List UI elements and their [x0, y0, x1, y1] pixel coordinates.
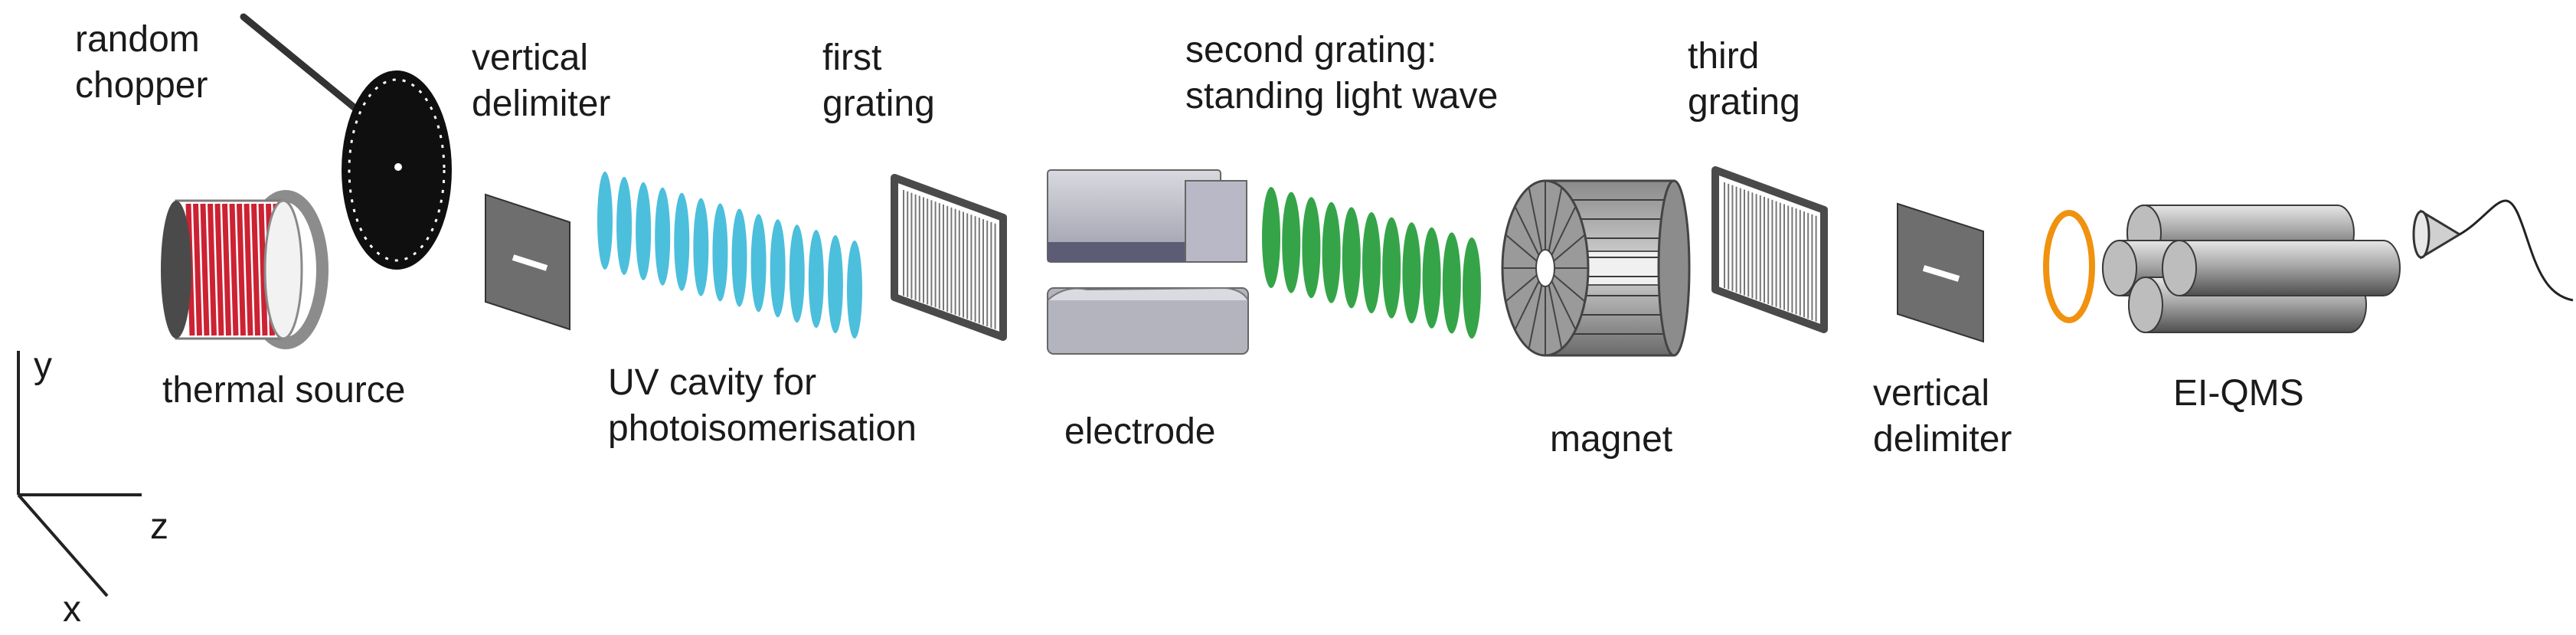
- ei-qms-graphic: [2043, 199, 2574, 333]
- uv-cavity-label-line-1: UV cavity for: [608, 362, 817, 403]
- magnet-label: magnet: [1550, 419, 1673, 460]
- magnet-graphic: [1501, 179, 1691, 357]
- uv-wave-lobe: [674, 192, 690, 291]
- green-wave-lobe: [1342, 207, 1361, 309]
- ionizer-ring: [2043, 210, 2095, 323]
- quadrupole-rods: [2102, 205, 2401, 333]
- vertical-delimiter-2-label-line-1: vertical: [1873, 373, 1990, 414]
- green-wave-lobe: [1282, 191, 1301, 293]
- third-grating-label-line-2: grating: [1688, 82, 1800, 123]
- vertical-delimiter-1-label-line-2: delimiter: [472, 83, 611, 124]
- uv-cavity-label-line-2: photoisomerisation: [608, 408, 917, 449]
- green-wave-lobe: [1463, 237, 1481, 339]
- third-grating-graphic: [1711, 166, 1828, 333]
- y-axis-label: y: [34, 345, 52, 386]
- uv-wave-lobe: [731, 208, 747, 307]
- green-wave-lobe: [1362, 212, 1381, 313]
- vertical-delimiter-1-graphic: [485, 193, 570, 331]
- ei-qms-label: EI-QMS: [2173, 373, 2304, 414]
- thermal-source-graphic: [161, 190, 329, 349]
- vertical-delimiter-2-graphic: [1897, 202, 1984, 343]
- thermal-source-label: thermal source: [162, 370, 406, 411]
- uv-wave-lobe: [847, 241, 862, 339]
- uv-wave-lobe: [693, 198, 709, 296]
- uv-wave-lobe: [827, 235, 843, 334]
- uv-wave-lobe: [655, 187, 671, 286]
- uv-cavity-label: UV cavity for photoisomerisation: [608, 360, 917, 452]
- second-grating-label-line-1: second grating:: [1185, 30, 1437, 70]
- z-axis-label: z: [150, 506, 168, 547]
- third-grating-label: third grating: [1688, 34, 1800, 126]
- third-grating-label-line-1: third: [1688, 36, 1760, 77]
- x-axis-line: [17, 493, 109, 597]
- first-grating-label-line-1: first: [822, 38, 882, 78]
- uv-wave-lobe: [808, 230, 824, 329]
- green-wave-lobe: [1402, 222, 1421, 324]
- green-wave-lobe: [1422, 227, 1441, 329]
- second-grating-label: second grating: standing light wave: [1185, 28, 1498, 119]
- random-chopper-label: random chopper: [75, 17, 208, 109]
- uv-wave-lobe: [616, 176, 633, 275]
- chopper-pointer-line: [240, 13, 365, 117]
- uv-wave-lobe: [636, 182, 652, 280]
- uv-wave-lobe: [770, 219, 786, 318]
- first-grating-label-line-2: grating: [822, 83, 935, 124]
- uv-wave-lobe: [750, 214, 767, 313]
- electrode-graphic: [1047, 169, 1249, 355]
- first-grating-graphic: [891, 174, 1007, 341]
- green-wave-lobe: [1302, 197, 1321, 299]
- vertical-delimiter-2-label: vertical delimiter: [1873, 371, 2012, 463]
- green-wave-lobe: [1442, 232, 1461, 334]
- first-grating-label: first grating: [822, 35, 935, 127]
- x-axis-label: x: [63, 589, 81, 630]
- second-grating-label-line-2: standing light wave: [1185, 76, 1499, 116]
- uv-wave-lobe: [712, 203, 728, 302]
- uv-wave-lobe: [597, 172, 613, 270]
- green-wave-lobe: [1382, 217, 1401, 319]
- uv-wave-lobe: [789, 224, 805, 323]
- second-grating-standing-wave: [1262, 187, 1481, 339]
- detector-cone: [2412, 199, 2574, 302]
- vertical-delimiter-1-label-line-1: vertical: [472, 38, 589, 78]
- random-chopper-label-line-2: chopper: [75, 65, 208, 106]
- electrode-label: electrode: [1064, 411, 1216, 452]
- vertical-delimiter-1-label: vertical delimiter: [472, 35, 610, 127]
- coordinate-axes: [17, 351, 142, 597]
- green-wave-lobe: [1322, 201, 1341, 303]
- uv-cavity-standing-wave: [597, 172, 862, 339]
- random-chopper-graphic: [240, 13, 452, 270]
- vertical-delimiter-2-label-line-2: delimiter: [1873, 419, 2012, 460]
- green-wave-lobe: [1262, 187, 1280, 288]
- random-chopper-label-line-1: random: [75, 19, 200, 60]
